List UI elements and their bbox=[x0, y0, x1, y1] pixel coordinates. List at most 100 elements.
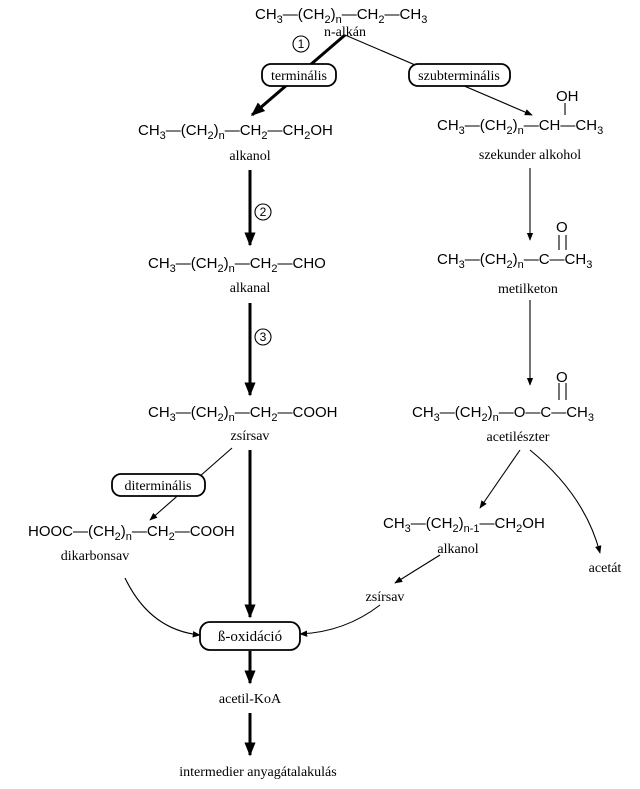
formula-part: —(CH bbox=[465, 117, 507, 134]
formula-part: CH bbox=[437, 117, 459, 134]
formula-subscript: 2 bbox=[452, 523, 458, 535]
formula-n-alkan: CH3—(CH2)n—CH2—CH3 bbox=[255, 6, 427, 26]
formula-subscript: 3 bbox=[459, 125, 465, 137]
formula-part: ) bbox=[513, 251, 518, 268]
formula-subscript: 3 bbox=[170, 412, 176, 424]
formula-part: —CH bbox=[235, 255, 272, 272]
formula-part: CH bbox=[412, 404, 434, 421]
formula-zsirsav: CH3—(CH2)n—CH2—COOH bbox=[148, 404, 338, 424]
formula-subscript: 2 bbox=[261, 130, 267, 142]
formula-part: CH bbox=[138, 122, 160, 139]
formula-part: —(CH bbox=[176, 404, 218, 421]
arrow-acetileszter-to-alkanol bbox=[479, 449, 521, 509]
formula-subscript: 2 bbox=[217, 263, 223, 275]
label-intermedier: intermedier anyagátalakulás bbox=[179, 765, 336, 780]
formula-subscript: 3 bbox=[405, 523, 411, 535]
box-terminalis: terminális bbox=[261, 63, 337, 87]
label-acetil-koa: acetil-KoA bbox=[219, 692, 282, 707]
formula-subscript: 3 bbox=[277, 14, 283, 26]
formula-part: CH bbox=[437, 251, 459, 268]
formula-subscript: 2 bbox=[271, 263, 277, 275]
label-dikarbonsav: dikarbonsav bbox=[61, 549, 129, 564]
svg-text:szubterminális: szubterminális bbox=[418, 69, 500, 84]
formula-acetileszter: CH3—(CH2)n—O—C—CH3 bbox=[412, 404, 594, 424]
formula-subscript: 3 bbox=[597, 125, 603, 137]
formula-alkanol2: CH3—(CH2)n-1—CH2OH bbox=[383, 515, 545, 535]
label-alkanol: alkanol bbox=[229, 149, 270, 164]
formula-dikarbonsav: HOOC—(CH2)n—CH2—COOH bbox=[28, 523, 235, 543]
label-n-alkan: n-alkán bbox=[324, 25, 366, 40]
formula-szekunder-alkohol-oh: OH bbox=[556, 88, 579, 105]
formula-subscript: 3 bbox=[459, 259, 465, 271]
step-circle-1: 1 bbox=[292, 35, 310, 53]
formula-subscript: n bbox=[493, 412, 499, 424]
arrow-zsirsav2-to-beta bbox=[299, 604, 381, 637]
formula-subscript: 3 bbox=[434, 412, 440, 424]
svg-text:3: 3 bbox=[260, 330, 267, 344]
svg-text:diterminális: diterminális bbox=[125, 479, 192, 494]
formula-subscript: 3 bbox=[421, 14, 427, 26]
formula-part: ) bbox=[224, 404, 229, 421]
formula-part: —CH bbox=[225, 122, 262, 139]
formula-part: —CH bbox=[268, 122, 305, 139]
formula-part: ) bbox=[214, 122, 219, 139]
formula-part: OH bbox=[522, 515, 545, 532]
formula-subscript: 2 bbox=[271, 412, 277, 424]
formula-part: —(CH bbox=[166, 122, 208, 139]
label-zsirsav2: zsírsav bbox=[366, 590, 405, 605]
step-circle-3: 3 bbox=[254, 328, 272, 346]
formula-subscript: n bbox=[219, 130, 225, 142]
formula-part: —COOH bbox=[175, 523, 235, 540]
formula-part: ) bbox=[459, 515, 464, 532]
formula-part: ) bbox=[224, 255, 229, 272]
formula-part: —CH bbox=[132, 523, 169, 540]
formula-part: —C—CH bbox=[524, 251, 587, 268]
formula-part: —(CH bbox=[176, 255, 218, 272]
formula-part: —CH bbox=[385, 6, 422, 23]
formula-subscript: 2 bbox=[506, 125, 512, 137]
box-szubterminalis: szubterminális bbox=[408, 63, 511, 87]
label-acetat: acetát bbox=[589, 561, 622, 576]
svg-text:2: 2 bbox=[260, 205, 267, 219]
formula-subscript: 2 bbox=[378, 14, 384, 26]
formula-part: ) bbox=[331, 6, 336, 23]
formula-part: —CH bbox=[480, 515, 517, 532]
formula-subscript: n bbox=[126, 531, 132, 543]
formula-part: —CH—CH bbox=[524, 117, 597, 134]
formula-part: HOOC—(CH bbox=[28, 523, 115, 540]
formula-part: CH bbox=[148, 404, 170, 421]
formula-part: —(CH bbox=[411, 515, 453, 532]
formula-part: —CH bbox=[235, 404, 272, 421]
arrow-acetileszter-to-acetat bbox=[529, 449, 602, 554]
formula-part: —CHO bbox=[278, 255, 326, 272]
formula-alkanol: CH3—(CH2)n—CH2—CH2OH bbox=[138, 122, 333, 142]
arrow-dikarbonsav-to-beta bbox=[124, 577, 201, 638]
formula-subscript: 2 bbox=[481, 412, 487, 424]
formula-subscript: 2 bbox=[115, 531, 121, 543]
formula-part: OH bbox=[310, 122, 333, 139]
formula-part: —(CH bbox=[440, 404, 482, 421]
arrows bbox=[124, 33, 602, 757]
formula-part: ) bbox=[488, 404, 493, 421]
box-beta-oxidacio: ß-oxidáció bbox=[199, 621, 301, 651]
label-szekunder-alkohol: szekunder alkohol bbox=[479, 148, 581, 163]
formula-subscript: 2 bbox=[506, 259, 512, 271]
label-acetileszter: acetilészter bbox=[487, 430, 550, 445]
arrow-alkanol2-to-zsirsav bbox=[394, 554, 441, 584]
svg-text:terminális: terminális bbox=[271, 69, 327, 84]
formula-subscript: 2 bbox=[217, 412, 223, 424]
label-zsirsav: zsírsav bbox=[231, 429, 270, 444]
formula-part: —(CH bbox=[283, 6, 325, 23]
box-diterminalis: diterminális bbox=[111, 473, 206, 497]
formula-part: CH bbox=[255, 6, 277, 23]
formula-subscript: n bbox=[518, 259, 524, 271]
formula-subscript: 2 bbox=[304, 130, 310, 142]
formula-subscript: 2 bbox=[516, 523, 522, 535]
formula-subscript: 2 bbox=[169, 531, 175, 543]
formula-subscript: 3 bbox=[170, 263, 176, 275]
formula-part: —O—C—CH bbox=[499, 404, 588, 421]
formula-subscript: 3 bbox=[586, 259, 592, 271]
formula-subscript: 2 bbox=[324, 14, 330, 26]
step-circle-2: 2 bbox=[254, 203, 272, 221]
